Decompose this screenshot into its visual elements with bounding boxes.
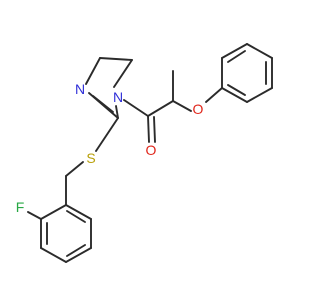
bond-ch-o xyxy=(172,100,192,112)
bond-n1-c2 xyxy=(115,105,119,119)
bond-ph-5 xyxy=(246,87,273,103)
atom-label-fluorine: F xyxy=(16,199,25,215)
bond-fb-inner-2 xyxy=(66,244,86,257)
bond-c-o-double-2 xyxy=(153,116,156,143)
bond-n1-carbonyl xyxy=(123,99,149,117)
bond-o-phenyl xyxy=(205,87,223,103)
bond-ph-inner-3 xyxy=(227,84,246,96)
bond-ph-2 xyxy=(221,43,248,59)
structure-canvas: N N S O O F xyxy=(16,43,273,263)
bond-n3-c4 xyxy=(85,57,101,85)
molecule-structure: N N S O O F xyxy=(16,43,273,263)
bond-c4-c5 xyxy=(99,57,133,61)
bond-ph-6 xyxy=(221,87,248,103)
atom-label-amide-nitrogen: N xyxy=(113,89,123,105)
bond-c-o-double-1 xyxy=(147,115,150,143)
bond-fb-4 xyxy=(65,247,92,263)
atom-label-carbonyl-oxygen: O xyxy=(146,142,157,158)
atom-label-sulfur: S xyxy=(86,150,95,166)
atom-label-ether-oxygen: O xyxy=(193,101,204,117)
atom-label-imine-nitrogen: N xyxy=(75,81,85,97)
bond-s-ch2 xyxy=(65,161,84,177)
bond-c5-n1 xyxy=(113,59,133,88)
bond-fb-1 xyxy=(40,204,67,220)
bond-ph-3 xyxy=(246,43,273,59)
bond-fb-3 xyxy=(40,247,67,263)
bond-fb-inner-3 xyxy=(66,210,86,223)
bond-fb-6 xyxy=(65,204,92,220)
bond-carbonyl-ch xyxy=(147,100,174,117)
bond-ph-inner-1 xyxy=(227,50,246,63)
bond-c2-n3-inner xyxy=(92,95,114,113)
bond-c2-s xyxy=(95,117,119,152)
bond-c-f xyxy=(27,211,42,220)
